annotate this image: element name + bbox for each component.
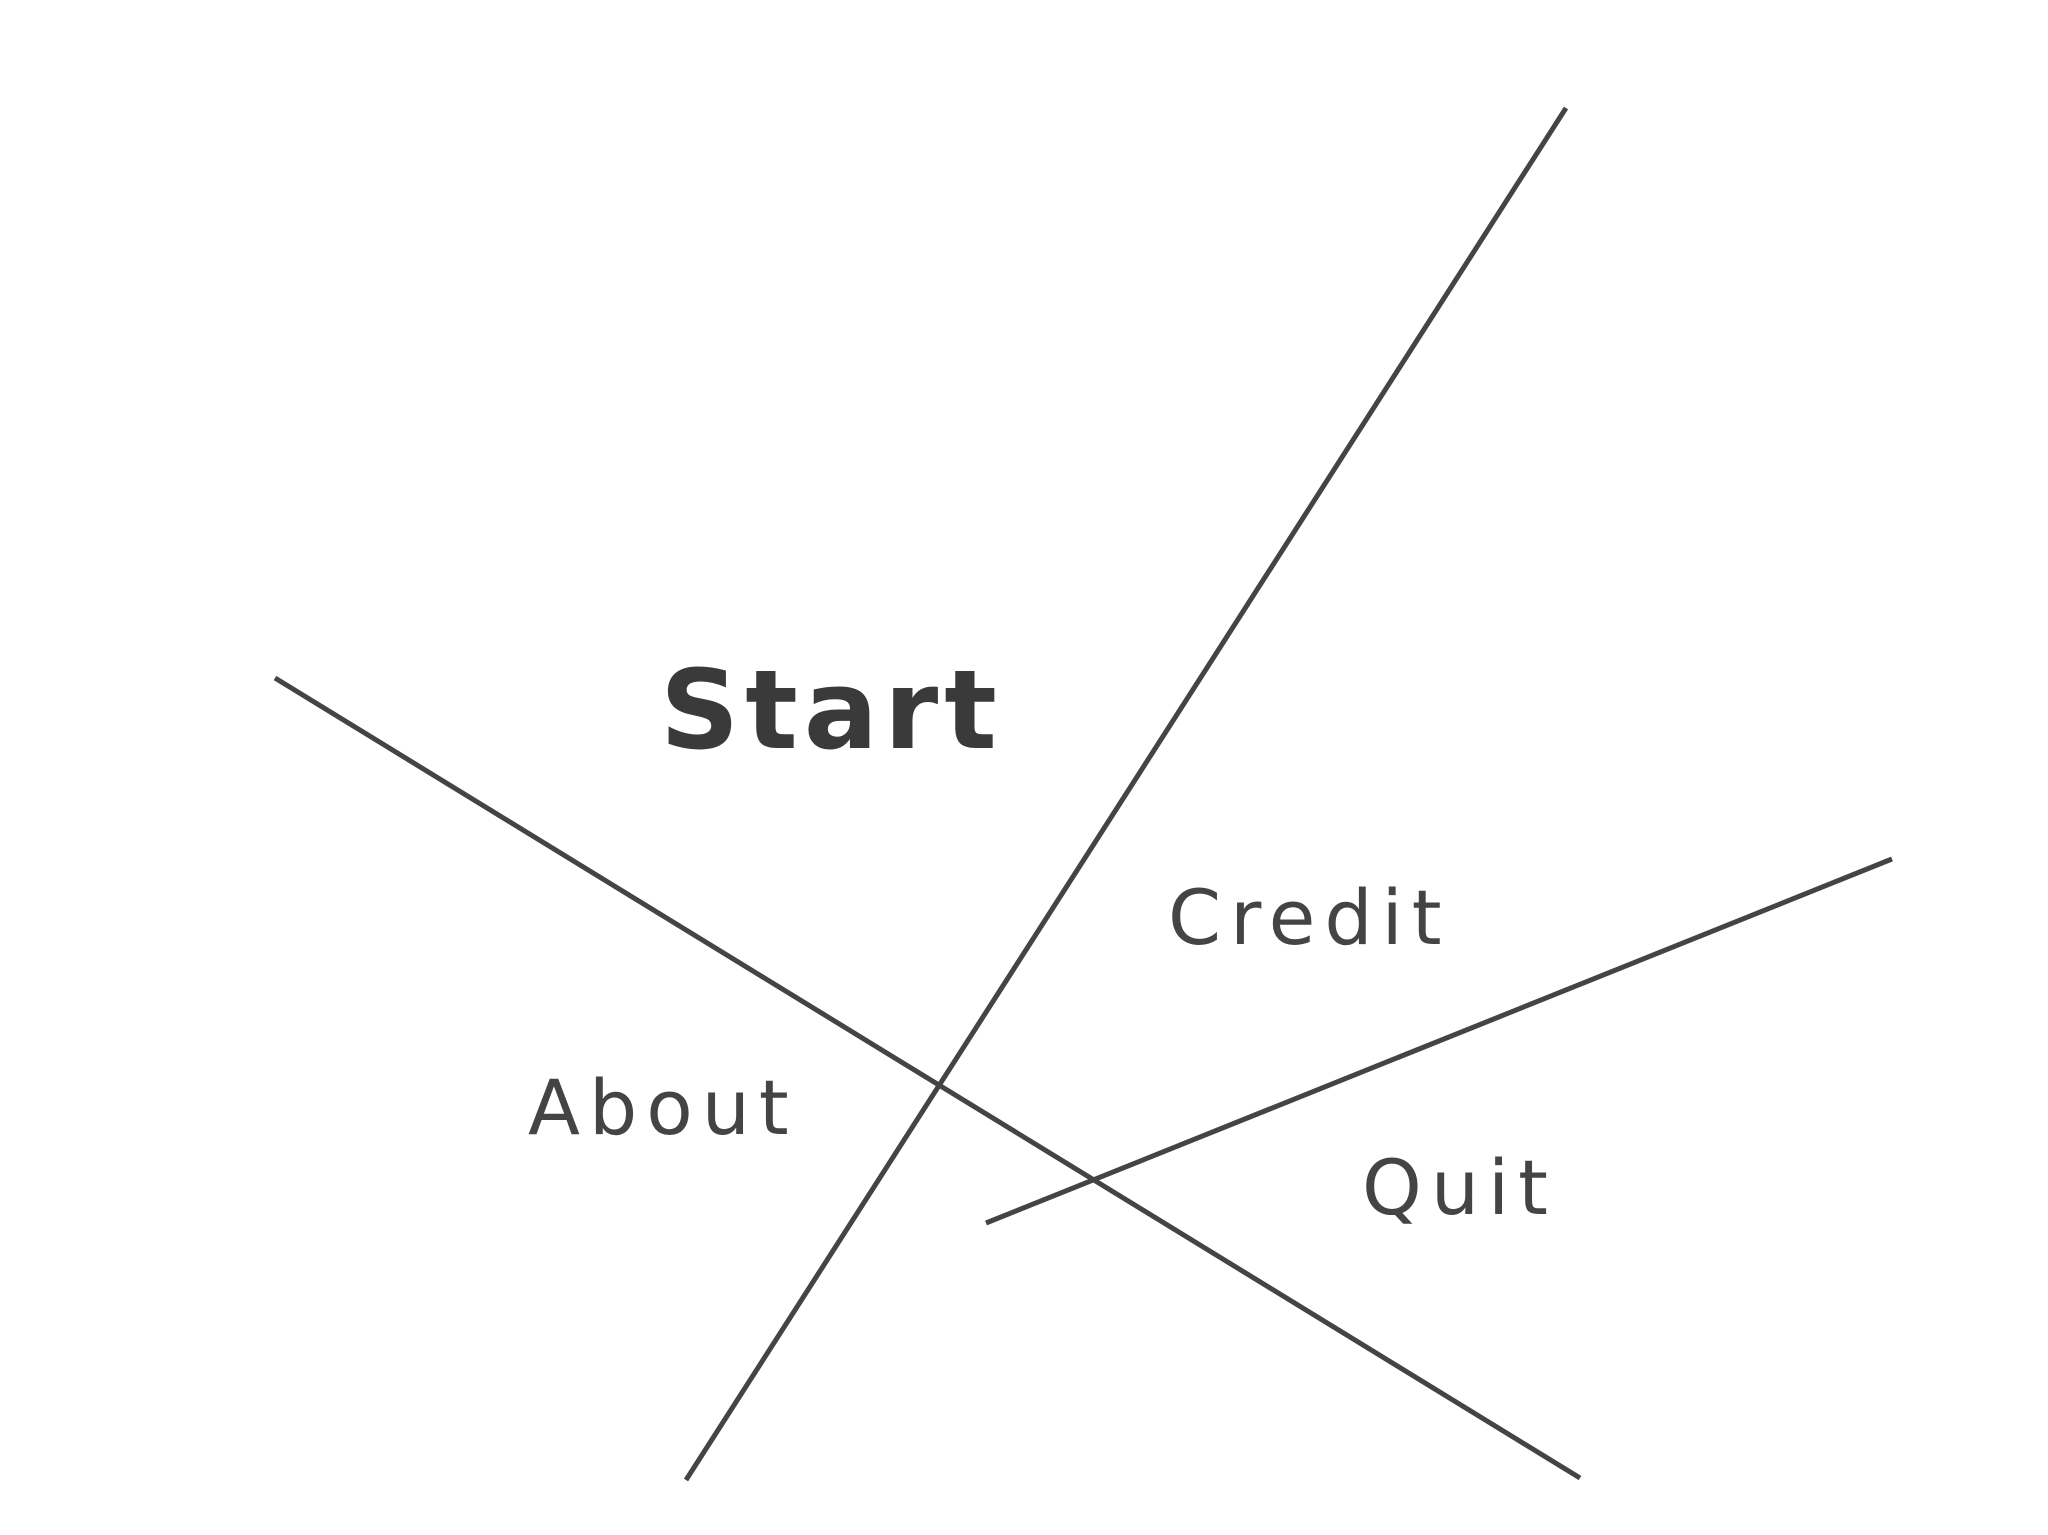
credit-button[interactable]: Credit [1168,873,1451,962]
quit-button[interactable]: Quit [1362,1143,1557,1232]
about-button[interactable]: About [528,1063,798,1152]
divider-line-diagonal-right [985,856,1893,1226]
start-button[interactable]: Start [660,646,1003,774]
divider-line-diagonal-left [273,675,1582,1481]
divider-line-diagonal-steep [683,106,1569,1482]
